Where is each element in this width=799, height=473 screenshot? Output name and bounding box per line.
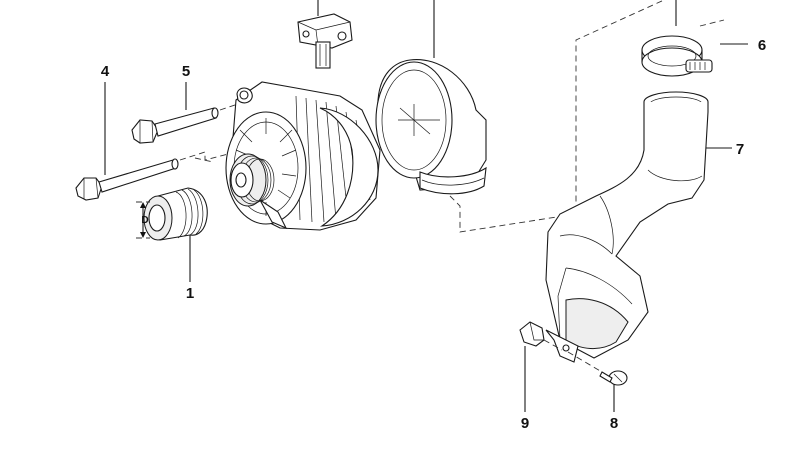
long-bolt-part-4[interactable] <box>75 82 229 201</box>
callout-8: 8 <box>610 415 618 432</box>
air-duct-cup[interactable] <box>375 0 665 233</box>
air-duct-hose-part-7[interactable] <box>545 91 732 373</box>
callout-4: 4 <box>101 63 110 80</box>
alternator-body[interactable] <box>194 81 381 231</box>
dimension-d-label: D <box>141 215 148 226</box>
callout-1: 1 <box>186 285 194 302</box>
screw-part-8[interactable] <box>599 370 628 412</box>
callout-5: 5 <box>182 63 190 80</box>
callout-9: 9 <box>521 415 529 432</box>
callout-6: 6 <box>758 37 766 54</box>
short-bolt-part-5[interactable] <box>131 82 239 144</box>
pulley-part-1[interactable]: D <box>136 187 208 282</box>
hose-clamp-part-6[interactable] <box>641 0 748 77</box>
voltage-regulator[interactable] <box>297 0 353 69</box>
callout-7: 7 <box>736 141 744 158</box>
clip-part-9[interactable] <box>519 321 563 412</box>
